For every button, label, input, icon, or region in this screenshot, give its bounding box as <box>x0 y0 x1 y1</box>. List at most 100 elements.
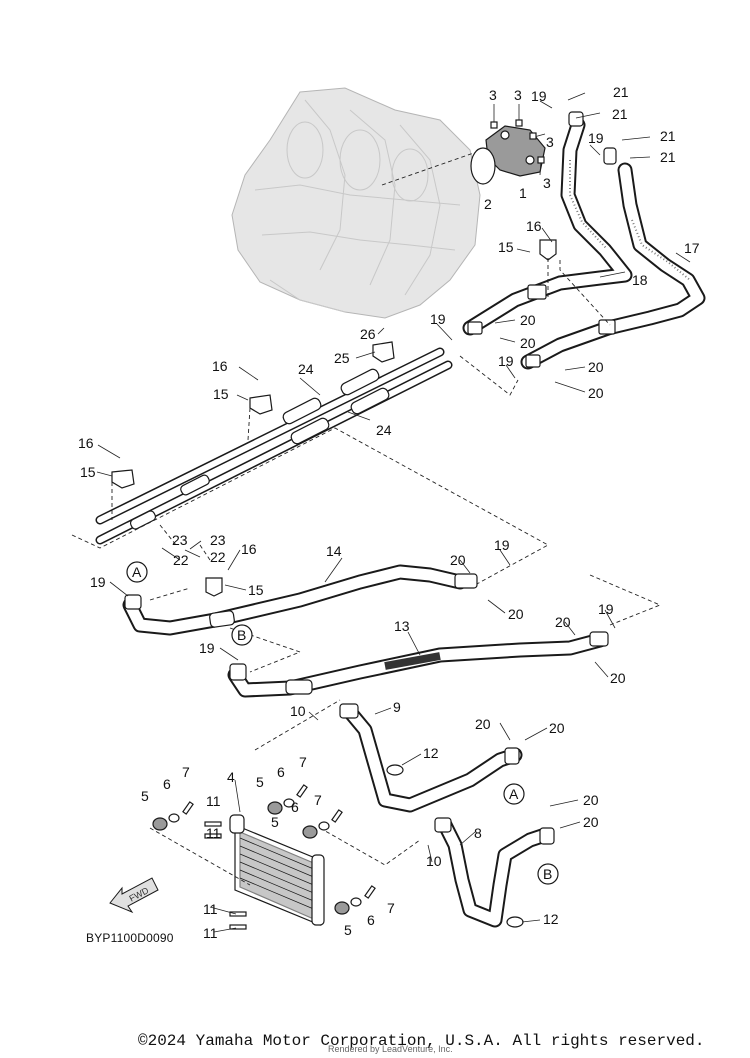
svg-text:15: 15 <box>498 239 514 255</box>
hose-8 <box>434 817 555 928</box>
callout-labels: 1 2 3 3 3 3 19 21 21 19 21 21 16 15 17 1… <box>78 84 700 941</box>
svg-text:15: 15 <box>213 386 229 402</box>
hose-clamps-upper <box>467 111 617 368</box>
svg-text:3: 3 <box>543 175 551 191</box>
svg-text:6: 6 <box>277 764 285 780</box>
svg-text:B: B <box>237 627 246 643</box>
svg-text:21: 21 <box>660 149 676 165</box>
svg-text:20: 20 <box>588 359 604 375</box>
svg-text:16: 16 <box>212 358 228 374</box>
svg-text:13: 13 <box>394 618 410 634</box>
svg-text:3: 3 <box>514 87 522 103</box>
svg-text:12: 12 <box>423 745 439 761</box>
svg-text:22: 22 <box>173 552 189 568</box>
ref-a-upper: A <box>126 561 148 583</box>
svg-text:22: 22 <box>210 549 226 565</box>
svg-text:20: 20 <box>588 385 604 401</box>
svg-text:6: 6 <box>163 776 171 792</box>
svg-text:5: 5 <box>344 922 352 938</box>
svg-text:20: 20 <box>508 606 524 622</box>
svg-text:23: 23 <box>172 532 188 548</box>
svg-text:19: 19 <box>531 88 547 104</box>
hose-13 <box>227 631 609 698</box>
svg-text:5: 5 <box>271 814 279 830</box>
bracket-15-upper <box>539 239 611 326</box>
svg-text:10: 10 <box>290 703 306 719</box>
hose-14 <box>122 564 478 636</box>
svg-text:16: 16 <box>526 218 542 234</box>
hose-17 <box>520 162 706 370</box>
svg-text:12: 12 <box>543 911 559 927</box>
svg-text:15: 15 <box>80 464 96 480</box>
fwd-arrow-icon: FWD <box>109 877 159 914</box>
svg-text:24: 24 <box>376 422 392 438</box>
svg-text:6: 6 <box>291 799 299 815</box>
ref-a-lower: A <box>503 783 525 805</box>
diagram-code: BYP1100D0090 <box>86 931 174 945</box>
routing-frame-4 <box>229 574 662 673</box>
svg-text:10: 10 <box>426 853 442 869</box>
svg-text:11: 11 <box>206 793 221 809</box>
svg-text:19: 19 <box>588 130 604 146</box>
engine-pump-reference-line <box>381 147 489 186</box>
engine-illustration <box>231 87 481 319</box>
svg-text:5: 5 <box>256 774 264 790</box>
cooler-frame <box>149 699 421 886</box>
pipe-sleeves <box>129 368 390 530</box>
pipe-24-upper <box>95 347 445 525</box>
svg-text:21: 21 <box>613 84 629 100</box>
svg-text:3: 3 <box>546 134 554 150</box>
svg-text:20: 20 <box>520 312 536 328</box>
svg-text:14: 14 <box>326 543 342 559</box>
svg-text:19: 19 <box>430 311 446 327</box>
routing-frame-3 <box>459 355 519 396</box>
svg-text:15: 15 <box>248 582 264 598</box>
pipe-24-lower <box>95 360 453 545</box>
svg-text:A: A <box>132 564 142 580</box>
svg-text:2: 2 <box>484 196 492 212</box>
cooler-mounting-parts <box>152 784 376 930</box>
svg-text:17: 17 <box>684 240 700 256</box>
bracket-15-pipes <box>111 341 395 520</box>
svg-text:20: 20 <box>583 814 599 830</box>
svg-text:20: 20 <box>555 614 571 630</box>
svg-text:21: 21 <box>660 128 676 144</box>
svg-text:19: 19 <box>199 640 215 656</box>
ref-b-upper: B <box>231 624 253 646</box>
svg-text:16: 16 <box>241 541 257 557</box>
pump-bolts <box>490 104 546 176</box>
svg-text:7: 7 <box>299 754 307 770</box>
svg-text:8: 8 <box>474 825 482 841</box>
svg-text:19: 19 <box>494 537 510 553</box>
svg-text:20: 20 <box>450 552 466 568</box>
svg-text:20: 20 <box>610 670 626 686</box>
svg-text:1: 1 <box>519 185 527 201</box>
routing-frame-1 <box>71 427 549 586</box>
oil-cooler <box>229 814 325 926</box>
hose-14-ref <box>149 587 191 601</box>
o-ring-gasket <box>470 147 496 185</box>
clamps-12 <box>386 764 524 928</box>
svg-text:9: 9 <box>393 699 401 715</box>
svg-text:6: 6 <box>367 912 375 928</box>
svg-text:B: B <box>543 866 552 882</box>
fastener-leaders <box>96 92 691 933</box>
svg-text:20: 20 <box>475 716 491 732</box>
copyright-notice: ©2024 Yamaha Motor Corporation, U.S.A. A… <box>138 1032 705 1050</box>
routing-frame-2 <box>159 524 211 561</box>
svg-text:25: 25 <box>334 350 350 366</box>
svg-text:20: 20 <box>583 792 599 808</box>
svg-text:11: 11 <box>206 825 221 841</box>
svg-text:7: 7 <box>182 764 190 780</box>
svg-text:23: 23 <box>210 532 226 548</box>
svg-text:7: 7 <box>387 900 395 916</box>
svg-text:20: 20 <box>549 720 565 736</box>
svg-text:3: 3 <box>489 87 497 103</box>
svg-text:4: 4 <box>227 769 235 785</box>
svg-text:11: 11 <box>203 901 218 917</box>
svg-text:19: 19 <box>498 353 514 369</box>
svg-text:7: 7 <box>314 792 322 808</box>
rendered-by-note: Rendered by LeadVenture, Inc. <box>328 1044 453 1054</box>
svg-text:21: 21 <box>612 106 628 122</box>
